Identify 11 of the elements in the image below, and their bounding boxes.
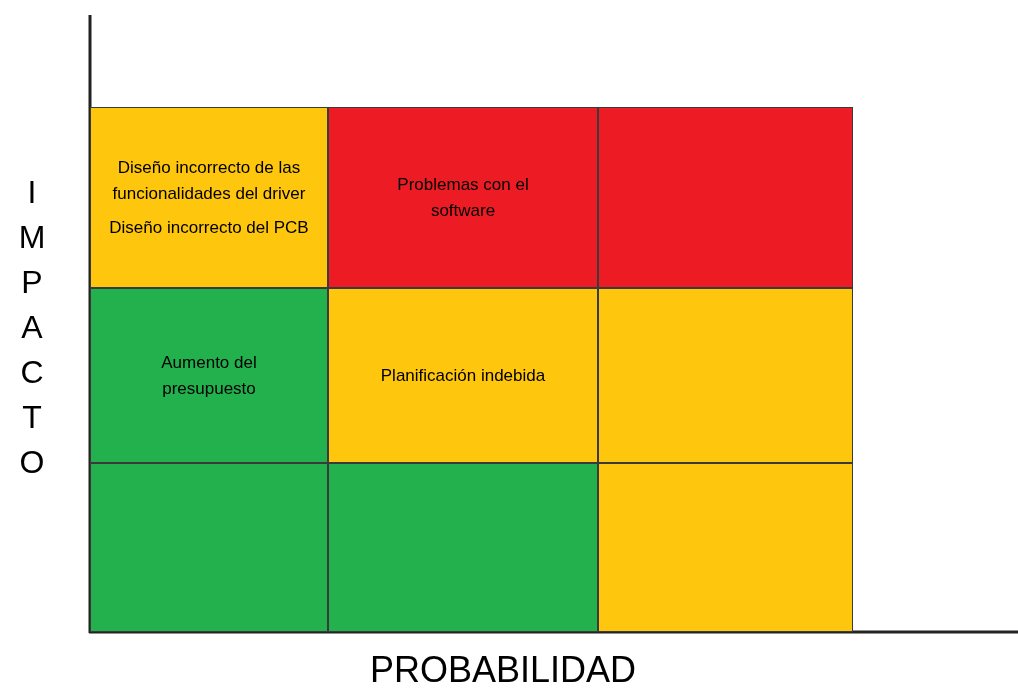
risk-cell	[90, 288, 328, 463]
risk-cell	[328, 288, 598, 463]
risk-text: Diseño incorrecto del PCB	[109, 216, 309, 239]
risk-text: Diseño incorrecto de las funcionalidades del driver	[111, 156, 307, 205]
risk-cell	[328, 107, 598, 288]
axis-title: IMPACTO	[17, 173, 47, 482]
risk-cell	[90, 107, 328, 288]
risk-text: Planificación indebida	[380, 364, 546, 387]
risk-text: Problemas con el software	[396, 173, 530, 222]
risk-text: Aumento del presupuesto	[160, 351, 258, 400]
axis-title: PROBABILIDAD	[370, 650, 637, 690]
